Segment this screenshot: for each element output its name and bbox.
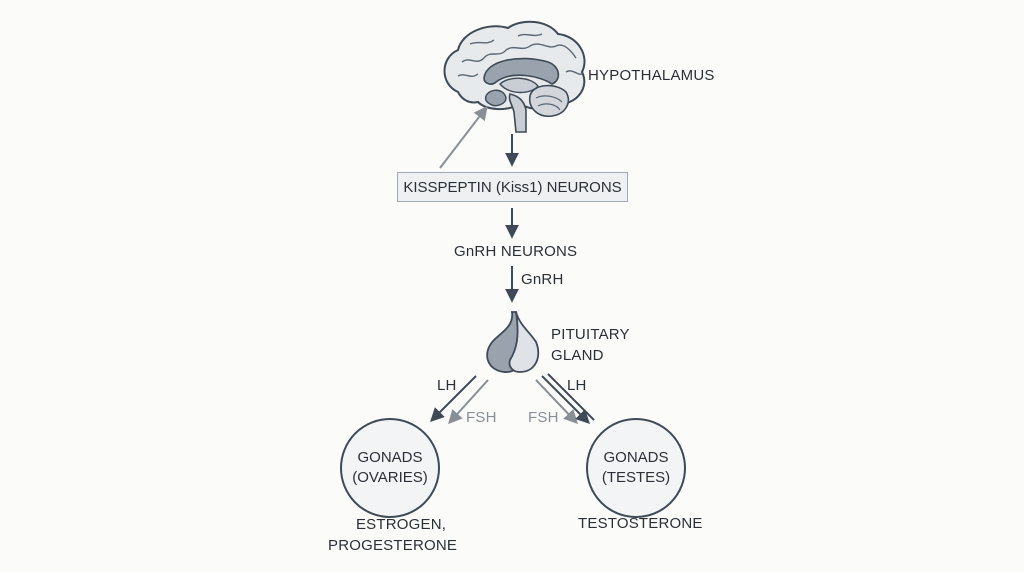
lh-label-right: LH — [567, 377, 587, 394]
gonads-testes-circle: GONADS (TESTES) — [586, 418, 686, 518]
gonads-testes-line-1: GONADS — [603, 449, 669, 466]
kisspeptin-neurons-box: KISSPEPTIN (Kiss1) NEURONS — [397, 172, 628, 202]
gonads-ovaries-line-1: GONADS — [357, 449, 423, 466]
gnrh-neurons-label: GnRH NEURONS — [454, 243, 578, 260]
fsh-arrow-left — [448, 379, 489, 425]
ovaries-hormone-line-1: ESTROGEN, — [355, 516, 447, 533]
lh-arrow-right-2 — [547, 373, 595, 421]
pituitary-line-2: GLAND — [551, 347, 604, 364]
pituitary-gland-icon — [486, 311, 540, 373]
lh-arrow-right-1 — [541, 375, 590, 424]
fsh-label-right: FSH — [528, 409, 559, 426]
gonads-ovaries-circle: GONADS (OVARIES) — [340, 418, 440, 518]
lh-arrow-left — [430, 375, 477, 422]
fsh-arrow-right — [535, 379, 578, 425]
pituitary-gland-label: PITUITARY GLAND — [551, 324, 630, 366]
hypothalamus-label: HYPOTHALAMUS — [588, 67, 715, 84]
feedback-arrow — [439, 105, 488, 169]
lh-label-left: LH — [437, 377, 457, 394]
gonads-testes-line-2: (TESTES) — [601, 469, 671, 486]
testes-hormones-label: TESTOSTERONE — [578, 515, 703, 532]
brain-icon — [443, 20, 586, 133]
kisspeptin-neurons-label: KISSPEPTIN (Kiss1) NEURONS — [403, 178, 622, 196]
gnrh-arrow-label: GnRH — [521, 271, 564, 288]
fsh-label-left: FSH — [466, 409, 497, 426]
ovaries-hormone-line-2: PROGESTERONE — [328, 537, 458, 554]
gonads-ovaries-line-2: (OVARIES) — [352, 469, 428, 486]
ovaries-hormones-label: ESTROGEN, PROGESTERONE — [328, 514, 457, 556]
pituitary-line-1: PITUITARY — [551, 326, 630, 343]
